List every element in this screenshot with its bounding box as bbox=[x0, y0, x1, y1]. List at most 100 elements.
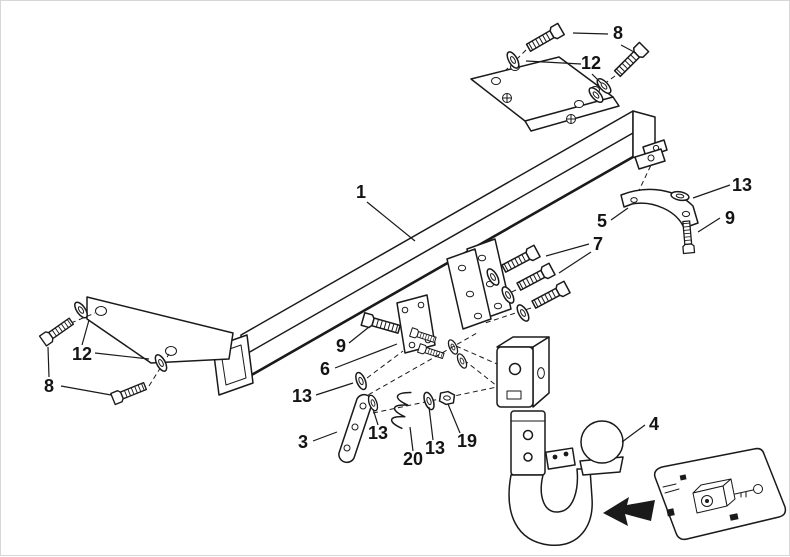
callout-1: 1 bbox=[356, 182, 366, 202]
leader-line bbox=[409, 426, 414, 452]
leader-line bbox=[315, 382, 354, 396]
plate-hole bbox=[417, 301, 425, 309]
callout-4: 4 bbox=[649, 414, 659, 434]
callout-19: 19 bbox=[457, 431, 477, 451]
callout-13-center: 13 bbox=[292, 386, 312, 406]
callout-13-nut: 13 bbox=[425, 438, 445, 458]
wing-hole-b bbox=[165, 346, 177, 356]
lock-ball-hole bbox=[523, 452, 533, 462]
lock-detail-mark bbox=[729, 513, 739, 521]
leader-line bbox=[447, 403, 461, 434]
plate-hole bbox=[343, 444, 351, 452]
hex-bolt-icon bbox=[515, 262, 556, 294]
beam-body bbox=[240, 110, 634, 382]
beam-top-front-edge bbox=[240, 132, 634, 358]
alignment-mark bbox=[566, 114, 576, 124]
alignment-mark bbox=[502, 93, 512, 103]
axis-line bbox=[463, 359, 498, 387]
direction-arrow-icon bbox=[603, 497, 655, 526]
leader-line bbox=[372, 408, 379, 426]
lock-ball-hole bbox=[522, 429, 534, 441]
bracket-hole bbox=[491, 77, 501, 85]
callout-9-center: 9 bbox=[336, 336, 346, 356]
leader-line bbox=[525, 60, 582, 65]
leader-line bbox=[428, 406, 434, 441]
leader-line bbox=[94, 352, 150, 360]
towball-ball bbox=[580, 420, 624, 464]
hex-bolt-icon bbox=[530, 280, 571, 312]
washer-icon bbox=[352, 370, 370, 392]
center-bracket-assembly bbox=[446, 238, 571, 330]
washer-icon bbox=[514, 302, 532, 324]
left-fastener-assembly bbox=[38, 299, 170, 406]
leader-line bbox=[621, 424, 646, 443]
axis-line bbox=[633, 164, 652, 202]
plate-hole bbox=[493, 302, 503, 310]
plate-hole bbox=[408, 341, 416, 349]
callout-12-left: 12 bbox=[72, 344, 92, 364]
lock-detail-mark bbox=[666, 508, 675, 517]
mounting-plate-assembly bbox=[338, 332, 498, 464]
plate-hole bbox=[465, 290, 475, 298]
nut-icon bbox=[438, 389, 456, 407]
washer-icon bbox=[454, 351, 470, 371]
leader-line bbox=[620, 44, 637, 54]
axis-line bbox=[366, 350, 404, 379]
callout-7: 7 bbox=[593, 234, 603, 254]
leader-line bbox=[47, 346, 50, 378]
lock-detail-inset bbox=[603, 447, 787, 541]
plate-hole bbox=[359, 402, 367, 410]
axis-line bbox=[360, 332, 478, 400]
beam-end-ear-hole bbox=[647, 154, 655, 162]
leader-line bbox=[348, 326, 370, 344]
leader-line bbox=[610, 207, 629, 221]
top-right-mounting-assembly bbox=[470, 22, 650, 132]
leader-line bbox=[81, 319, 90, 346]
lock-cylinder-center bbox=[705, 499, 709, 503]
callout-5: 5 bbox=[597, 211, 607, 231]
callout-labels: 8 12 1 13 9 5 7 12 8 9 6 13 3 13 20 13 1… bbox=[44, 23, 752, 469]
leader-line bbox=[60, 385, 112, 396]
plate-hole bbox=[477, 254, 487, 262]
hex-bolt-icon bbox=[110, 379, 148, 406]
receiver-assembly bbox=[352, 294, 550, 408]
washer-icon bbox=[504, 49, 522, 71]
bracket-plate-front bbox=[446, 248, 492, 330]
axis-line bbox=[372, 386, 498, 414]
side-hole bbox=[537, 367, 545, 379]
callout-3: 3 bbox=[298, 432, 308, 452]
left-wing-plate bbox=[86, 296, 234, 364]
leader-line bbox=[558, 251, 592, 274]
bracket-hole bbox=[681, 210, 691, 218]
bracket-hole bbox=[630, 197, 638, 203]
right-support-assembly bbox=[620, 164, 699, 255]
bracket-hole bbox=[574, 100, 584, 108]
hex-bolt-icon bbox=[360, 312, 402, 337]
towball-neck bbox=[508, 468, 593, 546]
leader-line bbox=[572, 32, 609, 35]
leader-line bbox=[312, 431, 338, 442]
hex-bolt-icon bbox=[612, 41, 650, 79]
detachable-towball bbox=[508, 410, 624, 546]
clamp-bolt bbox=[563, 451, 569, 457]
release-slot bbox=[506, 390, 522, 400]
wing-hole-a bbox=[95, 306, 107, 316]
callout-12-top: 12 bbox=[581, 53, 601, 73]
hatch-lines bbox=[662, 483, 680, 494]
beam-tube-end-inner bbox=[220, 344, 247, 386]
key-head bbox=[753, 484, 763, 494]
callout-9-right: 9 bbox=[725, 208, 735, 228]
callout-13-plate: 13 bbox=[368, 423, 388, 443]
plate-hole bbox=[401, 306, 409, 314]
crossbar-beam bbox=[86, 110, 668, 396]
beam-bottom-edge bbox=[239, 155, 635, 383]
callout-6: 6 bbox=[320, 359, 330, 379]
callout-8-top: 8 bbox=[613, 23, 623, 43]
plate-hole bbox=[473, 312, 483, 320]
callout-13-right: 13 bbox=[732, 175, 752, 195]
leader-line bbox=[334, 343, 398, 369]
hex-bolt-icon bbox=[500, 244, 541, 276]
leader-line bbox=[545, 243, 590, 257]
